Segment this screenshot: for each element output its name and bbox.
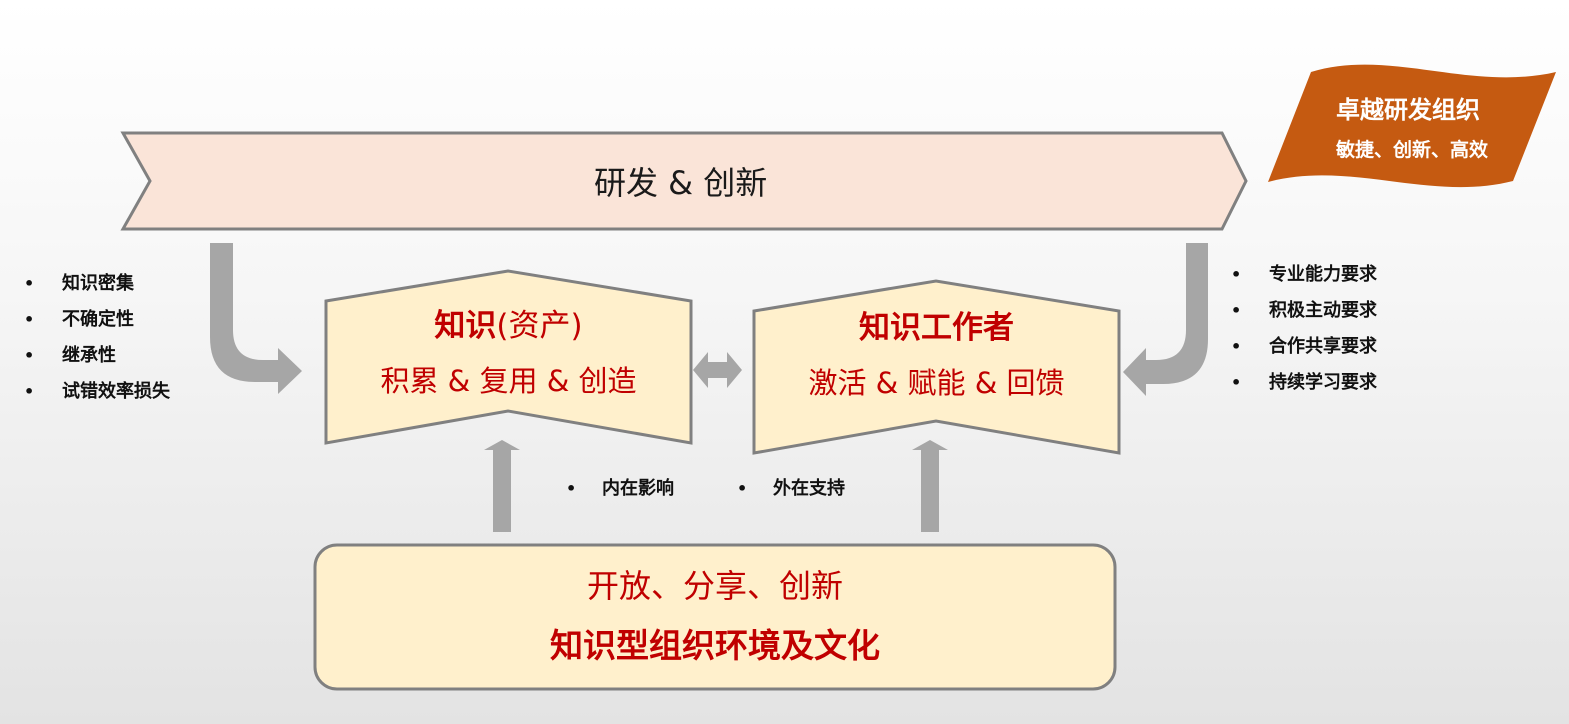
worker-box-shape: [752, 279, 1121, 455]
outer-support-label: 外在支持: [773, 478, 845, 499]
up-arrow-left: [484, 440, 520, 532]
worker-subtitle: 激活 & 赋能 & 回馈: [808, 366, 1065, 400]
up-arrow-right: [912, 440, 948, 532]
rd-innovation-banner-shape: [120, 131, 1248, 231]
list-item: 专业能力要求: [1231, 257, 1377, 293]
bullet-dot: •: [737, 479, 748, 498]
right-curved-arrow: [1123, 243, 1208, 396]
rd-innovation-label: 研发 & 创新: [594, 164, 768, 202]
list-item: 合作共享要求: [1231, 329, 1377, 365]
knowledge-title-suffix: (资产): [496, 308, 583, 344]
knowledge-title: 知识(资产): [326, 307, 691, 345]
left-curved-arrow: [210, 243, 302, 394]
flag-shape: [1268, 64, 1556, 188]
culture-box-shape: [313, 543, 1117, 691]
worker-title: 知识工作者: [859, 310, 1014, 346]
left-factors-list: 知识密集 不确定性 继承性 试错效率损失: [24, 266, 170, 410]
flag-title: 卓越研发组织: [1336, 96, 1480, 124]
inner-influence-label: 内在影响: [602, 478, 674, 499]
list-item: 不确定性: [24, 302, 170, 338]
culture-title: 知识型组织环境及文化: [550, 626, 880, 665]
knowledge-box-shape: [324, 269, 693, 445]
knowledge-subtitle: 积累 & 复用 & 创造: [380, 364, 637, 398]
list-item: 继承性: [24, 338, 170, 374]
list-item: 持续学习要求: [1231, 365, 1377, 401]
bullet-dot: •: [566, 479, 577, 498]
bidirectional-arrow: [693, 352, 742, 388]
knowledge-title-main: 知识: [434, 308, 497, 344]
right-factors-list: 专业能力要求 积极主动要求 合作共享要求 持续学习要求: [1231, 257, 1377, 401]
flag-subtitle: 敏捷、创新、高效: [1336, 139, 1489, 161]
outer-support: • 外在支持: [737, 477, 845, 501]
list-item: 积极主动要求: [1231, 293, 1377, 329]
culture-values: 开放、分享、创新: [586, 567, 843, 605]
list-item: 试错效率损失: [24, 374, 170, 410]
inner-influence: • 内在影响: [566, 477, 674, 501]
list-item: 知识密集: [24, 266, 170, 302]
